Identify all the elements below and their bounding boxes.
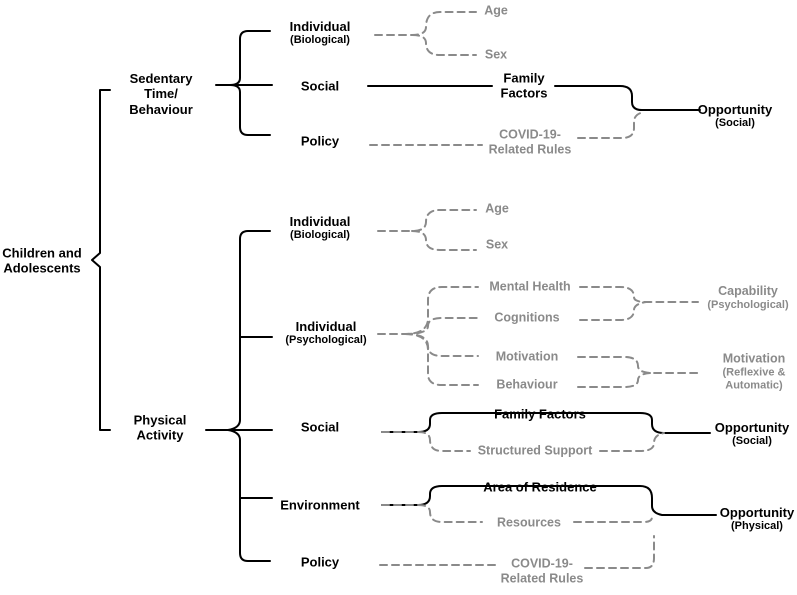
bottom-individual-psy-sub: (Psychological)	[285, 334, 367, 347]
bottom-individual-psy-node: Individual (Psychological)	[285, 319, 366, 347]
top-covid-label: COVID-19- Related Rules	[488, 127, 572, 156]
physical-brace	[227, 230, 271, 562]
bottom-covid-label: COVID-19- Related Rules	[500, 556, 584, 585]
capability-node: Capability (Psychological)	[707, 284, 788, 312]
top-social-node: Social	[300, 78, 340, 94]
root-node: Children and Adolescents	[2, 246, 82, 277]
capability-sub: (Psychological)	[707, 298, 789, 311]
sedentary-brace	[229, 30, 271, 136]
motivation-out-sub: (Reflexive & Automatic)	[722, 366, 786, 392]
physical-activity-node: Physical Activity	[123, 413, 197, 444]
root-label: Children and Adolescents	[2, 245, 82, 276]
bottom-opportunity-physical-node: Opportunity (Physical)	[720, 505, 794, 533]
bottom-individual-psy-title: Individual	[295, 318, 357, 334]
top-family-node: Family Factors	[489, 71, 559, 102]
top-sex-node: Sex	[484, 47, 508, 62]
top-family-label: Family Factors	[500, 70, 548, 101]
resources-node: Resources	[497, 515, 561, 530]
bottom-opportunity-physical-title: Opportunity	[719, 504, 795, 520]
bottom-sex-node: Sex	[485, 237, 509, 252]
sedentary-label: Sedentary Time/ Behaviour	[129, 71, 193, 117]
top-individual-node: Individual (Biological)	[290, 19, 351, 47]
behaviour-node: Behaviour	[496, 377, 558, 392]
bottom-policy-node: Policy	[300, 554, 340, 570]
top-opportunity-title: Opportunity	[697, 101, 773, 117]
bottom-individual-bio-node: Individual (Biological)	[290, 214, 351, 242]
top-individual-sub: (Biological)	[290, 34, 350, 47]
motivation-out-node: Motivation (Reflexive & Automatic)	[715, 352, 793, 393]
capability-title: Capability	[718, 284, 778, 299]
bottom-opportunity-social-node: Opportunity (Social)	[715, 420, 789, 448]
bottom-family-node: Family Factors	[494, 406, 586, 422]
structured-support-node: Structured Support	[477, 443, 593, 458]
mental-health-node: Mental Health	[489, 279, 571, 294]
top-opportunity-node: Opportunity (Social)	[698, 102, 772, 130]
motivation-node: Motivation	[495, 349, 559, 364]
top-opportunity-sub: (Social)	[715, 117, 755, 130]
bottom-social-node: Social	[300, 419, 340, 435]
top-covid-node: COVID-19- Related Rules	[484, 127, 576, 157]
root-brace	[91, 89, 111, 431]
top-policy-node: Policy	[300, 133, 340, 149]
bottom-opportunity-social-title: Opportunity	[714, 419, 790, 435]
bottom-opportunity-physical-sub: (Physical)	[731, 520, 783, 533]
physical-activity-label: Physical Activity	[133, 412, 187, 443]
bottom-individual-bio-title: Individual	[289, 213, 351, 229]
bottom-opportunity-social-sub: (Social)	[732, 435, 772, 448]
sedentary-node: Sedentary Time/ Behaviour	[119, 71, 203, 117]
top-individual-title: Individual	[289, 18, 351, 34]
environment-node: Environment	[280, 497, 360, 513]
residence-node: Area of Residence	[483, 479, 597, 495]
bottom-covid-node: COVID-19- Related Rules	[496, 556, 588, 586]
bottom-age-node: Age	[485, 201, 509, 216]
motivation-out-title: Motivation	[722, 351, 786, 366]
bottom-individual-bio-sub: (Biological)	[290, 229, 350, 242]
cognitions-node: Cognitions	[494, 310, 560, 325]
top-age-node: Age	[484, 3, 508, 18]
